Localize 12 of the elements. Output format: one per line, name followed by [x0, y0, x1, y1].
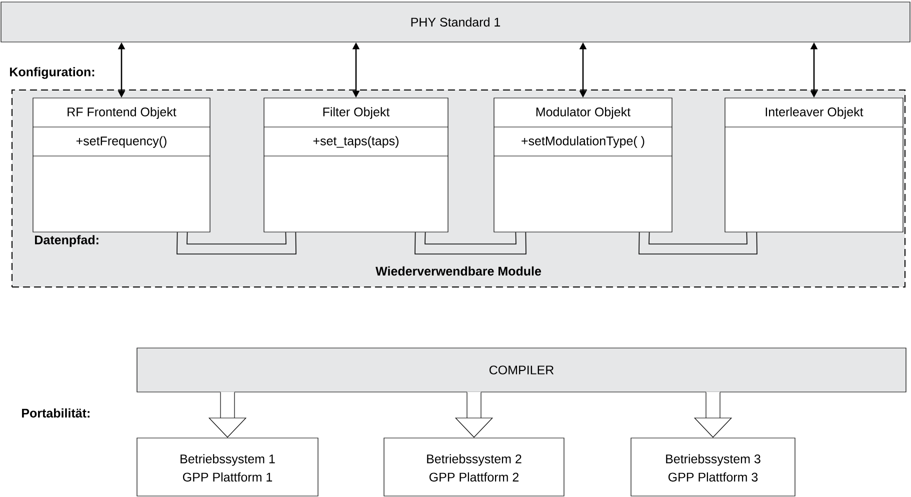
data-pipe — [414, 232, 526, 254]
banner-box: COMPILER — [136, 348, 906, 392]
section-label: Konfiguration: — [8, 66, 96, 80]
class-box: RF Frontend Objekt +setFrequency() — [32, 98, 210, 232]
banner-box: PHY Standard 1 — [0, 2, 910, 42]
data-pipe — [638, 232, 758, 254]
section-label: Datenpfad: — [33, 234, 100, 248]
section-label: Portabilität: — [20, 407, 92, 419]
class-box: Filter Objekt +set_taps(taps) — [264, 98, 448, 232]
class-box: Modulator Objekt +setModulationType( ) — [494, 98, 672, 232]
data-pipe — [176, 232, 296, 254]
class-box: Interleaver Objekt — [724, 98, 904, 232]
